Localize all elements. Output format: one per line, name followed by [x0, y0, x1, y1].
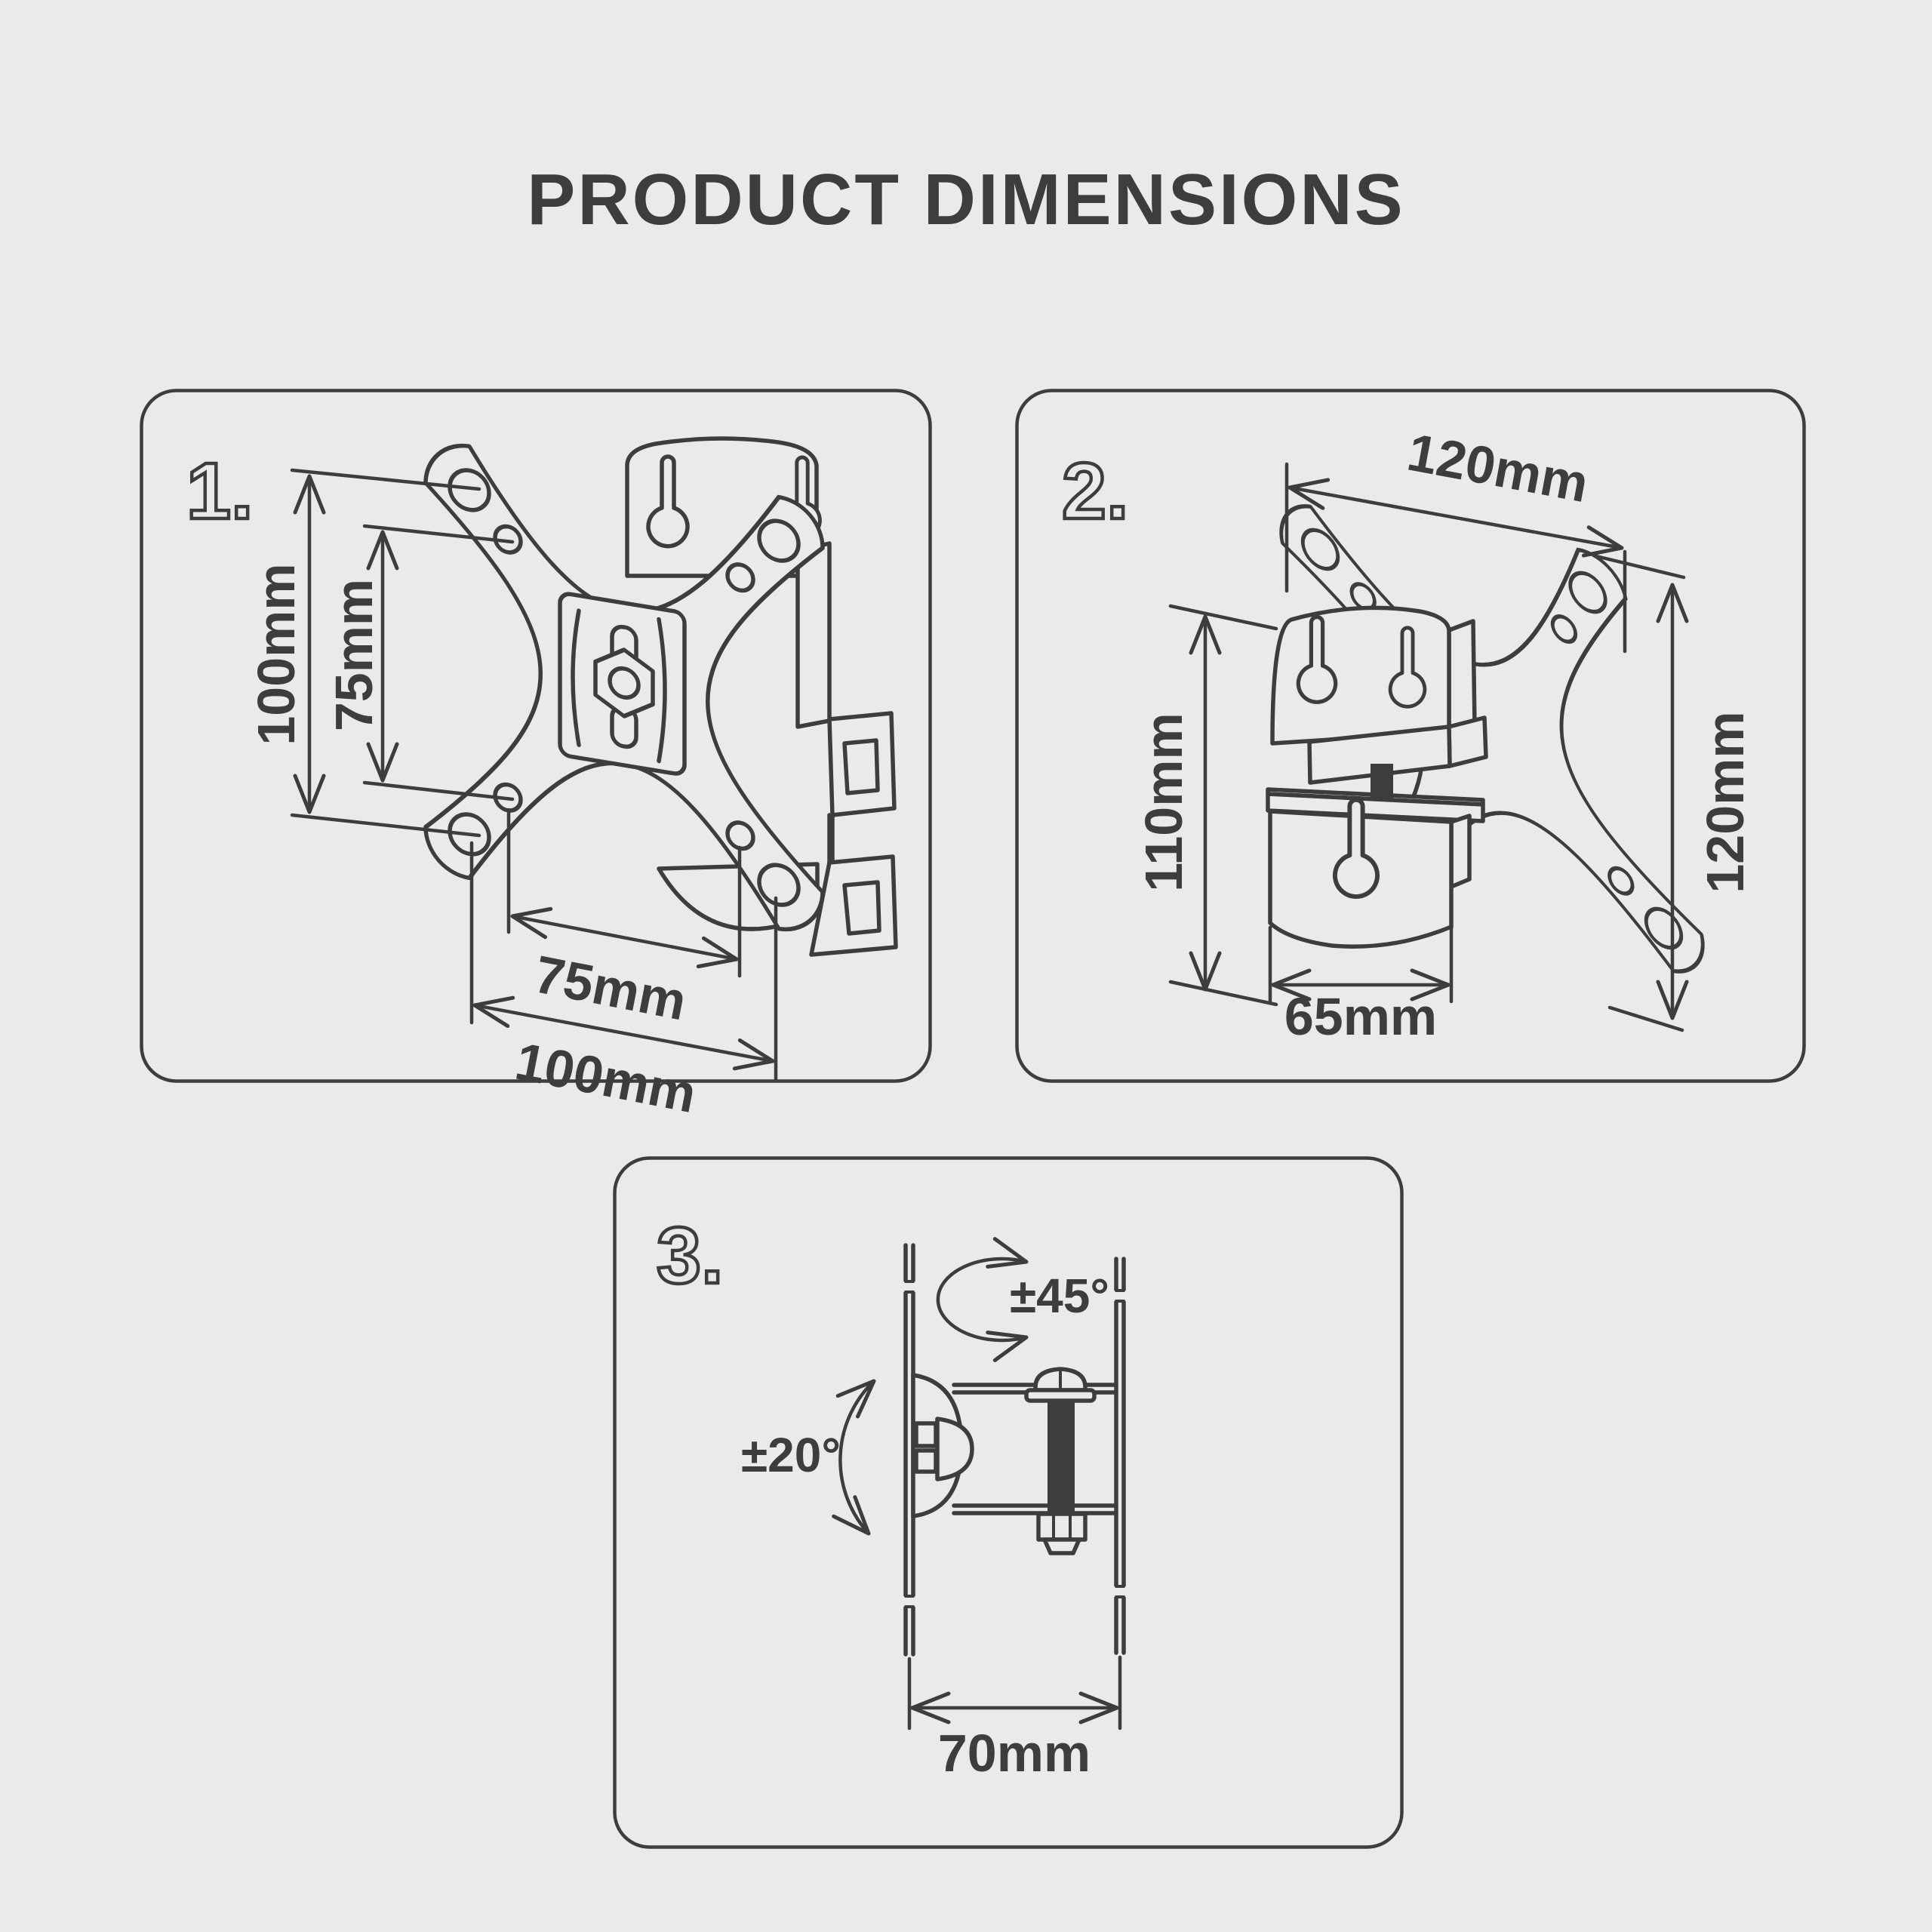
clamp-block-upper: [827, 711, 897, 817]
bolt-shaft: [1048, 1400, 1075, 1515]
panel-1-border: [140, 389, 932, 1083]
panel-1-number: 1.: [186, 447, 253, 536]
clamp-block-lower: [809, 854, 898, 957]
tilt-arrow: [832, 1379, 876, 1536]
dim-plate-width: 120mm: [1403, 423, 1592, 514]
vesa-plate-edge: [903, 1243, 915, 1657]
panel-2-number: 2.: [1062, 447, 1128, 536]
panel-3-number: 3.: [657, 1211, 723, 1300]
page-title: PRODUCT DIMENSIONS: [527, 159, 1405, 240]
panel-3-dimensions: ±45° ±20° 70mm: [741, 1237, 1122, 1783]
wall-bracket-front: [1266, 605, 1488, 949]
panel-3-border: [613, 1156, 1404, 1849]
tilt-bracket: [558, 592, 687, 776]
dim-bracket-width: 65mm: [1284, 987, 1437, 1046]
dim-plate-height: 120mm: [1696, 711, 1755, 893]
panel-2-dimensions: 120mm 120mm 110mm 65mm: [1134, 423, 1755, 1046]
dim-depth: 70mm: [938, 1724, 1091, 1783]
clamp-box: [1307, 724, 1452, 785]
pivot-ball-joint: [911, 1373, 974, 1518]
pivot-bolt: [1024, 1367, 1097, 1555]
bolt-washer: [1024, 1388, 1097, 1403]
bolt-nut: [1036, 1512, 1088, 1542]
panel-2-border: [1015, 389, 1806, 1083]
dim-outer-height: 100mm: [247, 563, 306, 745]
vesa-plate: [426, 439, 823, 936]
panel-3-side-view: 3.: [613, 1156, 1404, 1849]
wall-plate-edge: [1114, 1257, 1126, 1655]
panel-2-three-quarter-view: 2. 120mm: [1015, 389, 1806, 1083]
dim-swivel: ±45°: [1010, 1269, 1109, 1323]
clamp-bottom-flange: [952, 1503, 1118, 1515]
side-view-assembly: [903, 1243, 1126, 1657]
dim-inner-width: 75mm: [530, 944, 691, 1031]
dim-inner-height: 75mm: [325, 579, 383, 731]
dim-tilt: ±20°: [741, 1428, 841, 1482]
swivel-arrow: [936, 1237, 1029, 1362]
dim-bracket-height: 110mm: [1134, 712, 1193, 891]
panel-1-front-view: 1.: [140, 389, 932, 1124]
dim-outer-width: 100mm: [511, 1032, 701, 1124]
